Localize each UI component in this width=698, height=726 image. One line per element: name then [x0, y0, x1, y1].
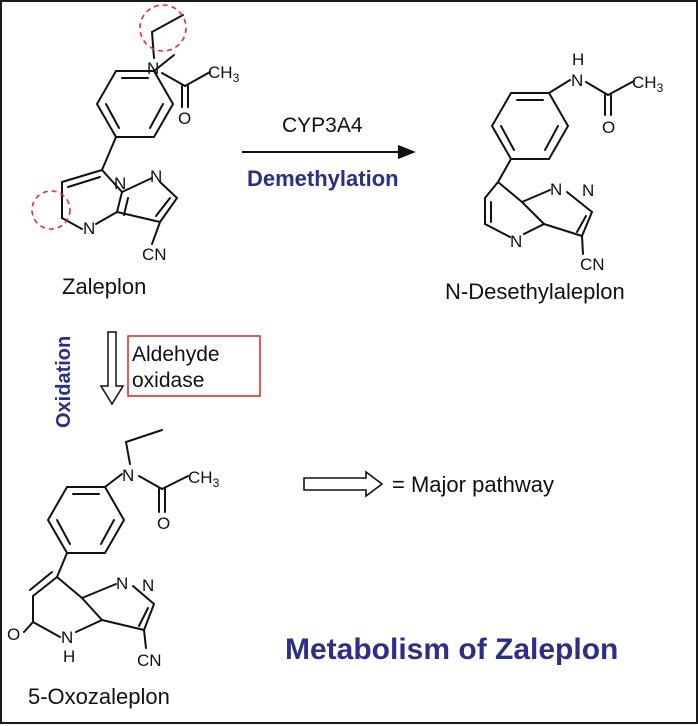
desethyl-amide-h: H: [572, 50, 584, 69]
zaleplon-structure: N CH3 O N N N CN Zaleplon: [31, 4, 240, 299]
oxidation-label: Oxidation: [53, 336, 75, 428]
aldehyde-oxidase-box: [127, 335, 261, 397]
oxozaleplon-nitrile: CN: [137, 651, 162, 670]
oxozaleplon-methyl: CH3: [188, 468, 220, 490]
oxozaleplon-ring-n: N: [61, 628, 73, 647]
oxozaleplon-label: 5-Oxozaleplon: [28, 684, 170, 709]
oxozaleplon-carbonyl-o: O: [157, 514, 170, 533]
oxidation-reaction: Oxidation Aldehyde oxidase: [53, 331, 261, 428]
desethyl-pyrimidine-n: N: [510, 232, 522, 251]
cyp3a4-label: CYP3A4: [282, 114, 363, 137]
hollow-down-arrow-icon: [99, 331, 125, 406]
legend: = Major pathway: [303, 470, 554, 498]
oxozaleplon-ring-h: H: [63, 647, 75, 666]
desethyl-carbonyl-o: O: [602, 118, 615, 137]
demethylation-label: Demethylation: [247, 166, 399, 191]
desethyl-bridge-n: N: [550, 180, 562, 199]
oxozaleplon-bridge-n: N: [116, 574, 128, 593]
legend-text: = Major pathway: [392, 472, 554, 497]
oxozaleplon-structure: N CH3 O N N O N H CN 5-Oxozaleplon: [7, 429, 220, 709]
desethyl-pyrazole-n: N: [582, 181, 594, 200]
demethylation-reaction: CYP3A4 Demethylation: [242, 114, 416, 191]
zaleplon-amide-n: N: [147, 59, 159, 78]
oxozaleplon-pyrazole-n: N: [142, 576, 154, 595]
oxozaleplon-amide-n: N: [122, 466, 134, 485]
zaleplon-label: Zaleplon: [62, 274, 146, 299]
oxozaleplon-benzene-ring: [46, 486, 126, 554]
zaleplon-pyrazole-n: N: [150, 167, 162, 186]
zaleplon-pyrimidine-n: N: [83, 219, 95, 238]
zaleplon-nitrile: CN: [142, 245, 167, 264]
desethyl-label: N-Desethylaleplon: [445, 279, 625, 304]
desethyl-benzene-ring: [490, 92, 570, 160]
zaleplon-benzene-ring: [95, 70, 175, 138]
zaleplon-methyl: CH3: [208, 63, 240, 85]
c5-site-marker: [31, 190, 71, 230]
zaleplon-bridge-n: N: [114, 174, 126, 193]
zaleplon-carbonyl-o: O: [178, 109, 191, 128]
aldehyde-label: Aldehyde: [132, 343, 220, 366]
desethyl-amide-n: N: [571, 71, 583, 90]
ethyl-site-marker: [139, 4, 187, 52]
desethyl-nitrile: CN: [580, 255, 605, 274]
hollow-right-arrow-icon: [303, 470, 384, 498]
oxozaleplon-oxo-o: O: [7, 625, 20, 644]
diagram-title: Metabolism of Zaleplon: [285, 633, 618, 666]
desethyl-structure: H N CH3 O N N N CN N-Desethylaleplon: [445, 50, 664, 304]
desethyl-methyl: CH3: [632, 73, 664, 95]
oxidase-label: oxidase: [132, 369, 204, 392]
